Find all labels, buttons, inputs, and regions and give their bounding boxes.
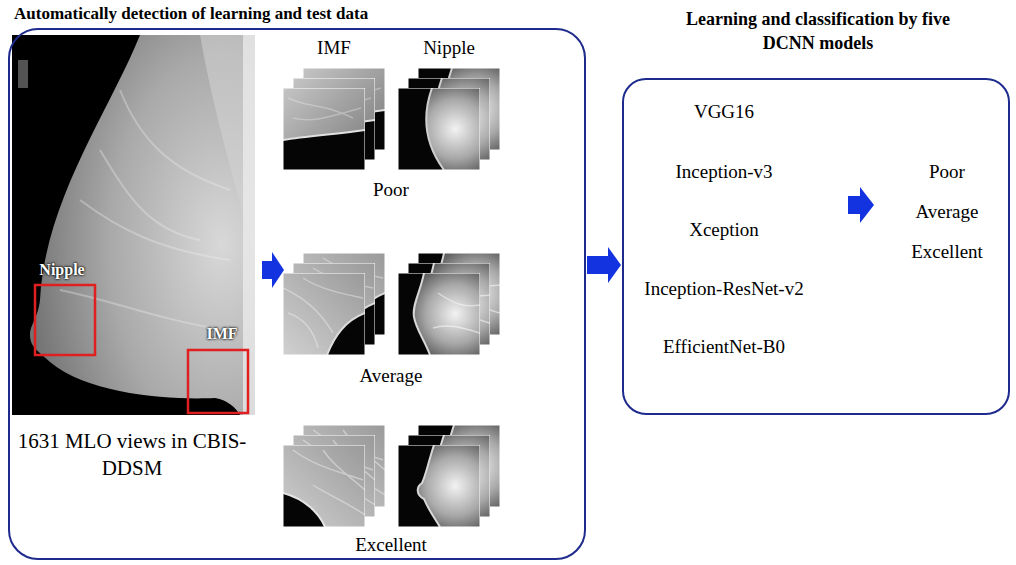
region-label: Nipple (39, 260, 84, 279)
mammogram-image (12, 35, 255, 415)
roi-box (188, 350, 248, 413)
flow-arrow (848, 187, 874, 223)
model-name: Xception (689, 219, 759, 242)
class-label: Poor (929, 161, 965, 184)
class-label: Average (916, 201, 979, 224)
panel-box: Automatically detection of learning and … (8, 28, 586, 560)
dataset-note: 1631 MLO views in CBIS-DDSM (17, 428, 247, 483)
model-name: EfficientNet-B0 (663, 336, 785, 359)
row-label: Poor (373, 179, 409, 202)
region-label: IMF (206, 324, 237, 343)
patch-stacks (283, 68, 500, 527)
row-label: Excellent (355, 534, 427, 557)
model-name: VGG16 (694, 101, 754, 124)
column-header: IMF (317, 37, 351, 60)
model-name: Inception-v3 (675, 161, 772, 184)
flow-arrow (262, 252, 284, 288)
panel-heading: Automatically detection of learning and … (14, 4, 368, 24)
column-header: Nipple (423, 37, 475, 60)
block-arrow (587, 247, 621, 283)
panel-box: Learning and classification by five DCNN… (622, 78, 1010, 415)
panel-heading: Learning and classification by five DCNN… (677, 8, 959, 56)
model-name: Inception-ResNet-v2 (644, 278, 803, 301)
class-label: Excellent (911, 241, 983, 264)
row-label: Average (360, 365, 423, 388)
roi-box (35, 285, 95, 355)
